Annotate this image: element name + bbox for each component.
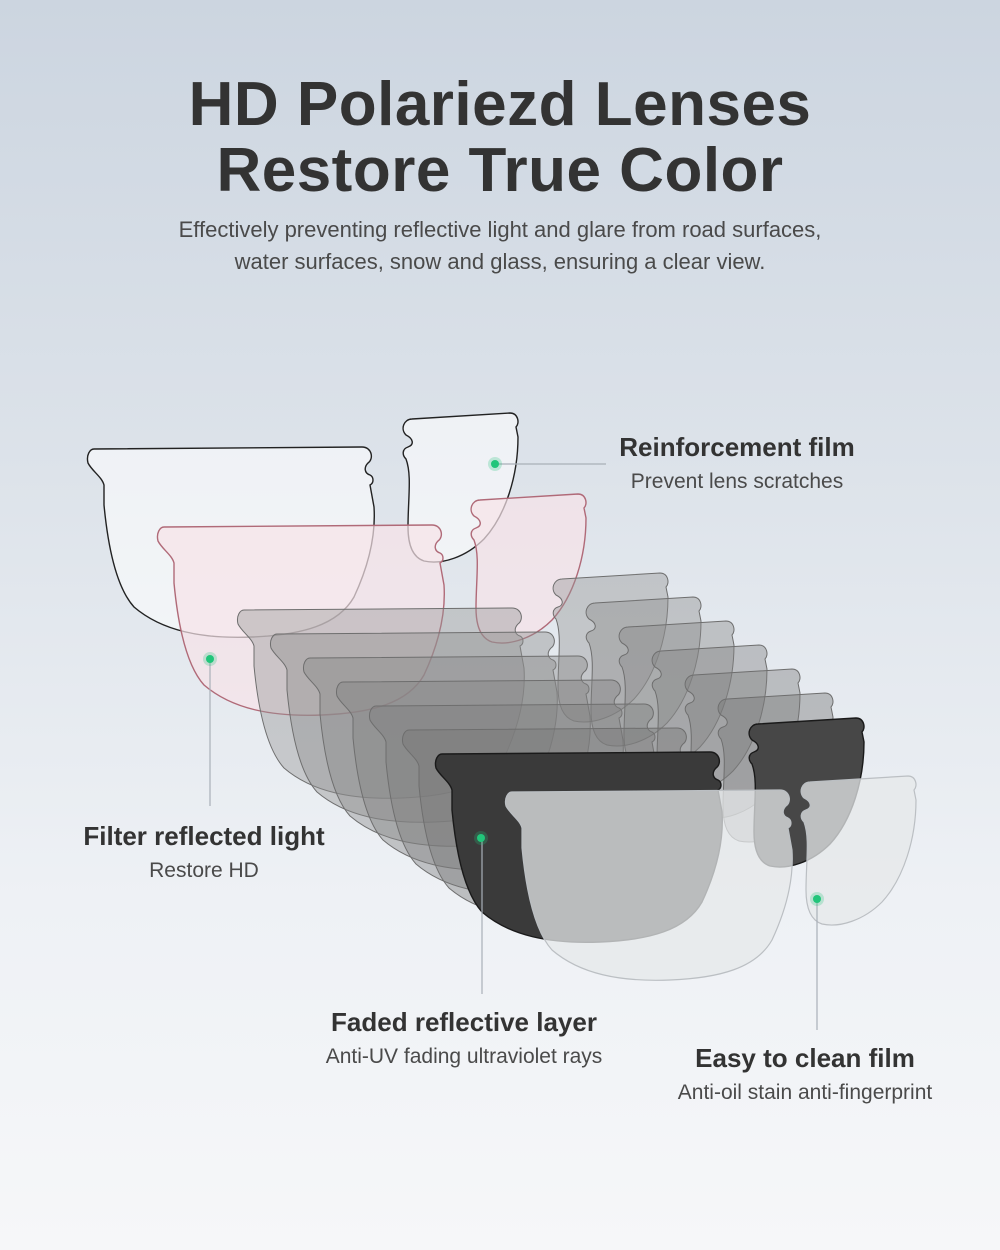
title-line-1: HD Polariezd Lenses (188, 70, 812, 139)
callout-title: Filter reflected light (83, 821, 325, 851)
marker-dots (203, 457, 824, 906)
callout-faded-reflective-layer: Faded reflective layer Anti-UV fading ul… (294, 1006, 634, 1072)
leader-lines (209, 463, 818, 1030)
callout-title: Reinforcement film (619, 432, 855, 462)
green-dot-icon (206, 655, 214, 663)
callout-title: Easy to clean film (695, 1043, 915, 1073)
subtitle-line-2: water surfaces, snow and glass, ensuring… (234, 249, 766, 274)
callout-description: Restore HD (149, 859, 259, 882)
callout-description: Prevent lens scratches (630, 470, 844, 493)
easy-clean-film-layer (504, 775, 917, 981)
callout-filter-reflected-light: Filter reflected light Restore HD (54, 820, 354, 886)
green-dot-icon (813, 895, 821, 903)
callout-title: Faded reflective layer (331, 1007, 597, 1037)
subtitle-line-1: Effectively preventing reflective light … (178, 217, 822, 242)
green-dot-icon (477, 834, 485, 842)
callout-easy-to-clean-film: Easy to clean film Anti-oil stain anti-f… (652, 1042, 958, 1108)
title-line-2: Restore True Color (216, 136, 784, 205)
green-dot-icon (491, 460, 499, 468)
page-title: HD Polariezd Lenses Restore True Color (0, 72, 1000, 204)
callout-description: Anti-UV fading ultraviolet rays (325, 1045, 603, 1068)
callout-reinforcement-film: Reinforcement film Prevent lens scratche… (560, 431, 914, 497)
page-subtitle: Effectively preventing reflective light … (0, 214, 1000, 278)
callout-description: Anti-oil stain anti-fingerprint (677, 1081, 933, 1104)
